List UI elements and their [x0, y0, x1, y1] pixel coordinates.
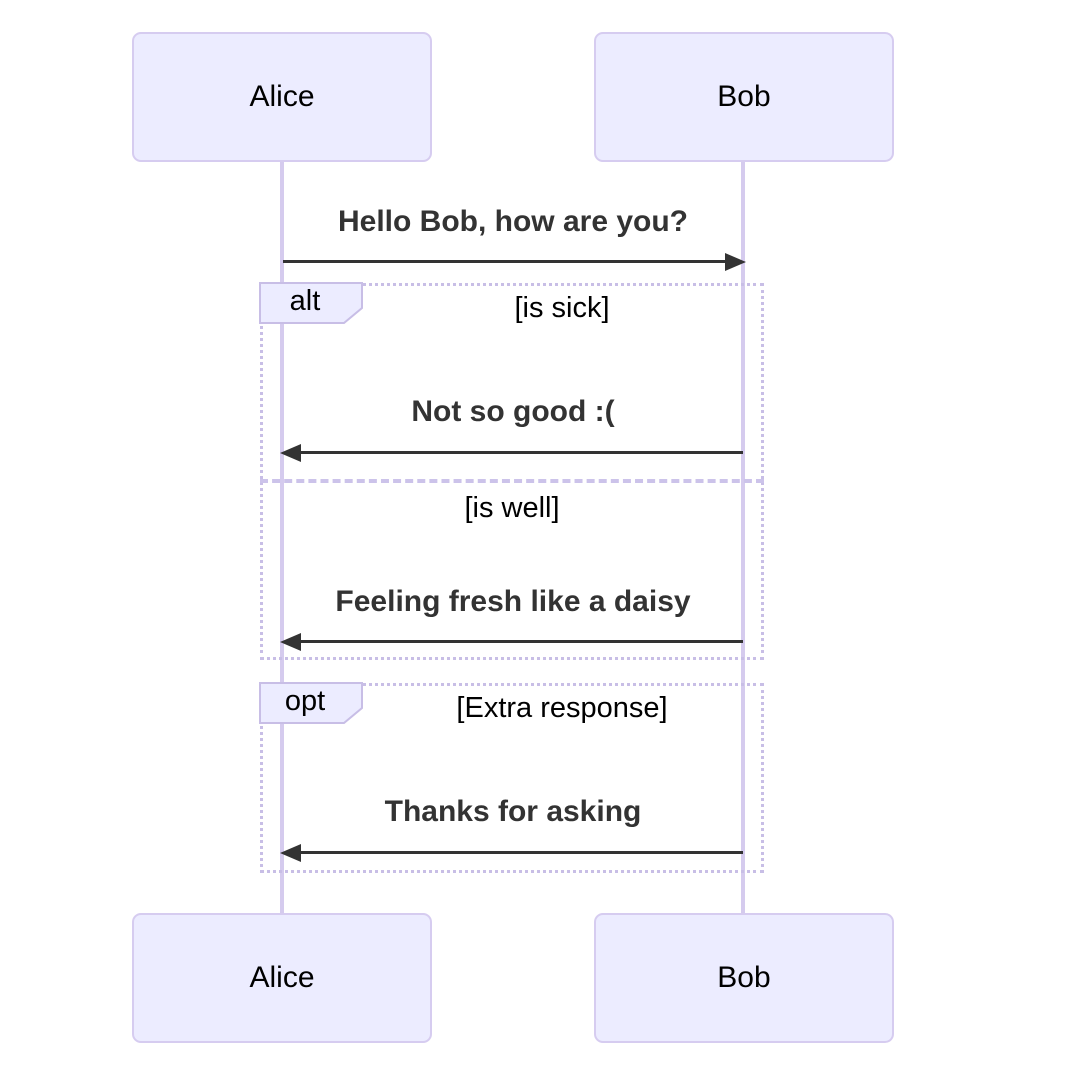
message-text: Hello Bob, how are you?: [337, 205, 689, 238]
actor-box-alice-top: Alice: [132, 32, 432, 162]
actor-box-alice-bottom: Alice: [132, 913, 432, 1043]
message-text: Not so good :(: [411, 395, 615, 428]
message-arrow-line: [299, 451, 743, 454]
arrowhead-right-icon: [725, 253, 746, 271]
fragment-alt-divider: [260, 479, 764, 483]
message-text: Thanks for asking: [384, 795, 642, 828]
arrowhead-left-icon: [280, 444, 301, 462]
message-arrow-line: [299, 640, 743, 643]
lifeline-alice: [280, 162, 284, 913]
actor-box-bob-bottom: Bob: [594, 913, 894, 1043]
actor-label-alice: Alice: [249, 80, 315, 113]
fragment-opt-frame: [260, 683, 764, 873]
fragment-alt-condition-2: [is well]: [464, 492, 560, 524]
label-tab-shape: [259, 282, 363, 324]
arrowhead-left-icon: [280, 844, 301, 862]
actor-label-bob: Bob: [717, 80, 771, 113]
message-arrow-line: [299, 851, 743, 854]
actor-label-alice: Alice: [249, 961, 315, 994]
fragment-alt-frame: [260, 283, 764, 660]
fragment-opt-label: opt: [284, 684, 326, 717]
lifeline-bob: [741, 162, 745, 913]
actor-label-bob: Bob: [717, 961, 771, 994]
label-tab-shape: [259, 682, 363, 724]
fragment-alt-label: alt: [289, 284, 321, 317]
arrowhead-left-icon: [280, 633, 301, 651]
message-text: Feeling fresh like a daisy: [335, 585, 691, 618]
message-arrow-line: [283, 260, 726, 263]
fragment-alt-label-tab: alt: [259, 282, 363, 324]
fragment-alt-condition-1: [is sick]: [514, 292, 610, 324]
actor-box-bob-top: Bob: [594, 32, 894, 162]
fragment-opt-condition-1: [Extra response]: [456, 692, 668, 724]
fragment-opt-label-tab: opt: [259, 682, 363, 724]
